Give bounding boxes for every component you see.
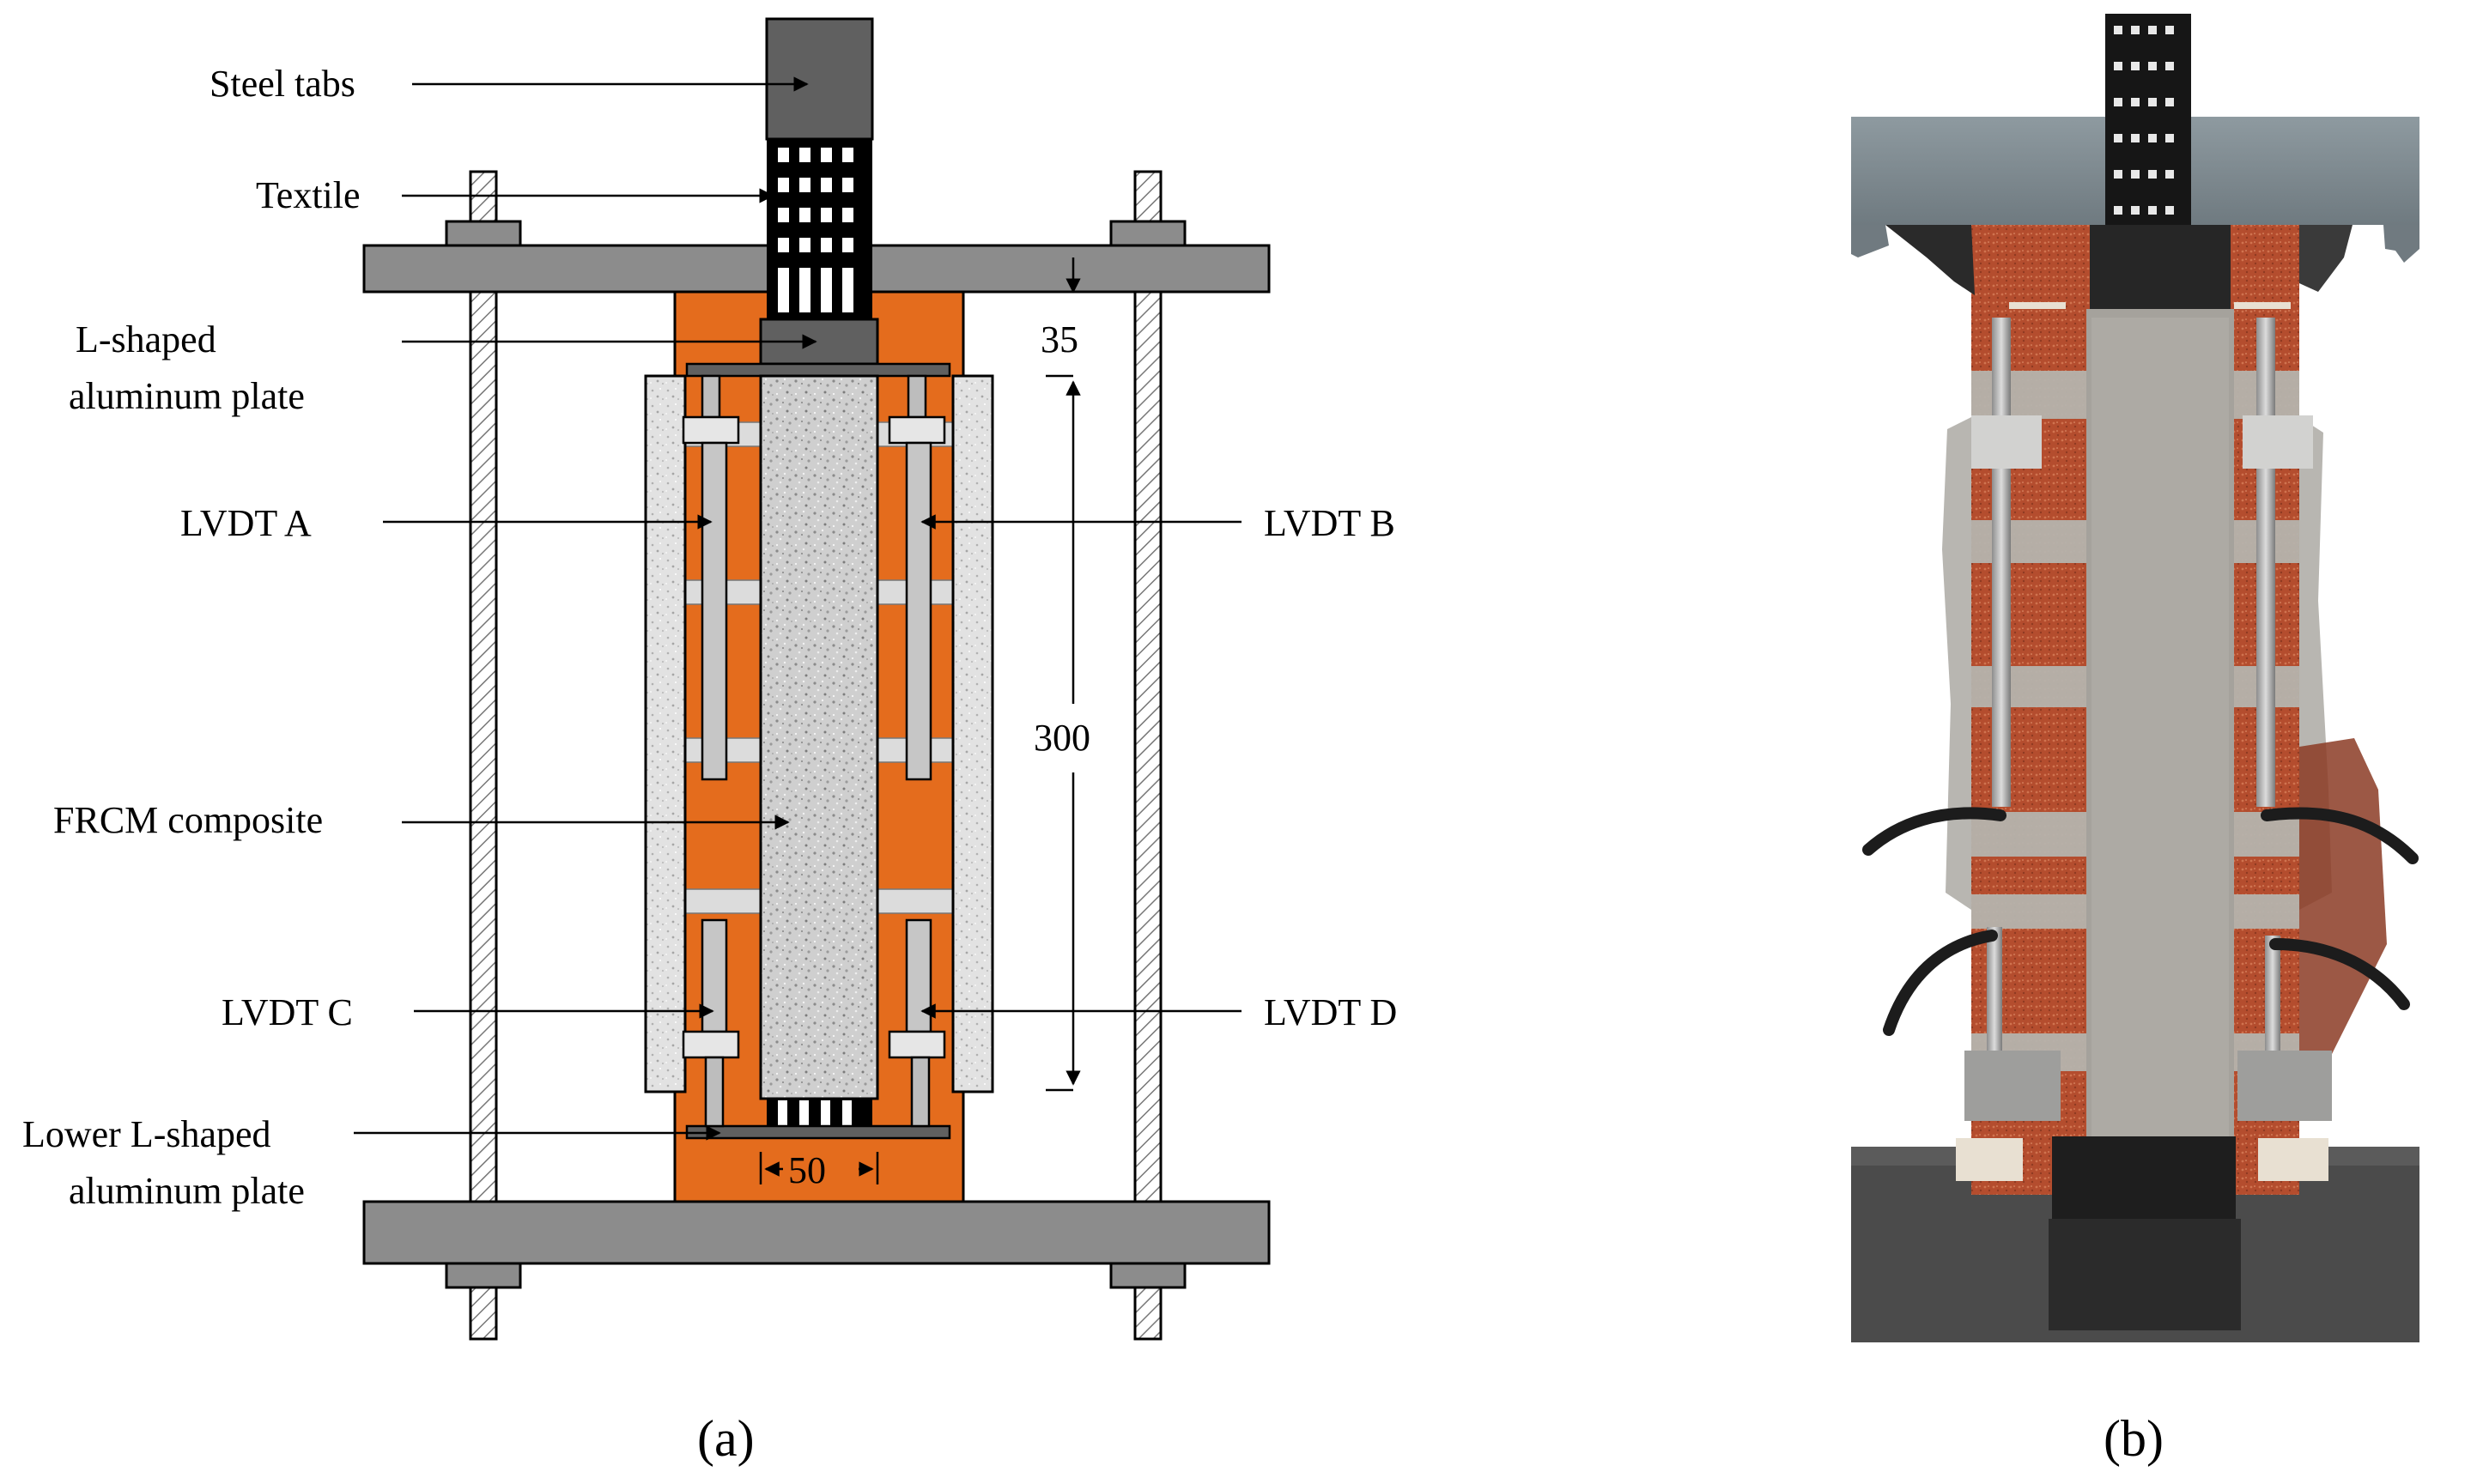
side-mortar-right <box>951 374 994 1093</box>
lvdt-a-device <box>682 374 740 781</box>
svg-text:Steel tabs: Steel tabs <box>209 63 355 105</box>
label-lvdt-b: LVDT B <box>920 502 1395 544</box>
nut-bottom-right <box>1109 1262 1187 1289</box>
label-lower-l-shaped-plate: Lower L-shaped aluminum plate <box>22 1113 721 1212</box>
nut-top-left <box>445 220 522 247</box>
photo-bottom-clamp <box>2052 1136 2236 1219</box>
dimension-35: 35 <box>1041 257 1081 360</box>
svg-text:L-shaped: L-shaped <box>76 318 216 360</box>
label-lvdt-c: LVDT C <box>222 991 714 1033</box>
svg-text:aluminum plate: aluminum plate <box>69 375 305 417</box>
lower-l-shaped-plate <box>685 1124 951 1140</box>
svg-text:FRCM composite: FRCM composite <box>53 799 323 841</box>
nut-top-right <box>1109 220 1187 247</box>
side-mortar-left <box>644 374 687 1093</box>
lvdt-b-device <box>888 374 946 781</box>
svg-text:LVDT B: LVDT B <box>1264 502 1395 544</box>
svg-text:LVDT A: LVDT A <box>180 502 312 544</box>
panel-b-photo: (b) <box>1851 14 2419 1467</box>
photo-cables <box>1862 807 2419 1036</box>
svg-text:LVDT C: LVDT C <box>222 991 353 1033</box>
steel-tabs <box>765 17 874 141</box>
label-textile: Textile <box>256 174 774 216</box>
photo-clamp <box>2090 225 2231 309</box>
photo-textile <box>2105 14 2191 225</box>
panel-a-schematic: 35 300 50 Steel tabs Textile L-shaped <box>22 17 1397 1467</box>
label-lvdt-a: LVDT A <box>180 502 713 544</box>
threaded-rod-right <box>1133 170 1163 1341</box>
label-l-shaped-plate: L-shaped aluminum plate <box>69 318 817 417</box>
svg-text:Lower L-shaped: Lower L-shaped <box>22 1113 271 1155</box>
svg-text:LVDT D: LVDT D <box>1264 991 1397 1033</box>
dimension-300: 300 <box>1034 374 1090 1092</box>
lvdt-d-device <box>888 918 946 1128</box>
dim-35-label: 35 <box>1041 318 1078 360</box>
label-frcm: FRCM composite <box>53 799 790 841</box>
threaded-rod-left <box>469 170 498 1341</box>
caption-b: (b) <box>2104 1410 2164 1467</box>
label-lvdt-d: LVDT D <box>920 991 1397 1033</box>
nut-bottom-left <box>445 1262 522 1289</box>
top-plate-flange <box>685 362 951 378</box>
svg-text:aluminum plate: aluminum plate <box>69 1170 305 1212</box>
dim-300-label: 300 <box>1034 717 1090 759</box>
caption-a: (a) <box>697 1410 755 1467</box>
bottom-steel-beam <box>362 1200 1271 1265</box>
dim-50-label: 50 <box>788 1149 826 1191</box>
frcm-strip <box>759 374 879 1100</box>
svg-text:Textile: Textile <box>256 174 361 216</box>
photo-lvdts <box>1964 318 2332 1121</box>
label-steel-tabs: Steel tabs <box>209 63 809 105</box>
textile-grid <box>767 139 872 319</box>
dimension-50: 50 <box>759 1149 879 1191</box>
bottom-textile-fingers <box>767 1099 872 1126</box>
